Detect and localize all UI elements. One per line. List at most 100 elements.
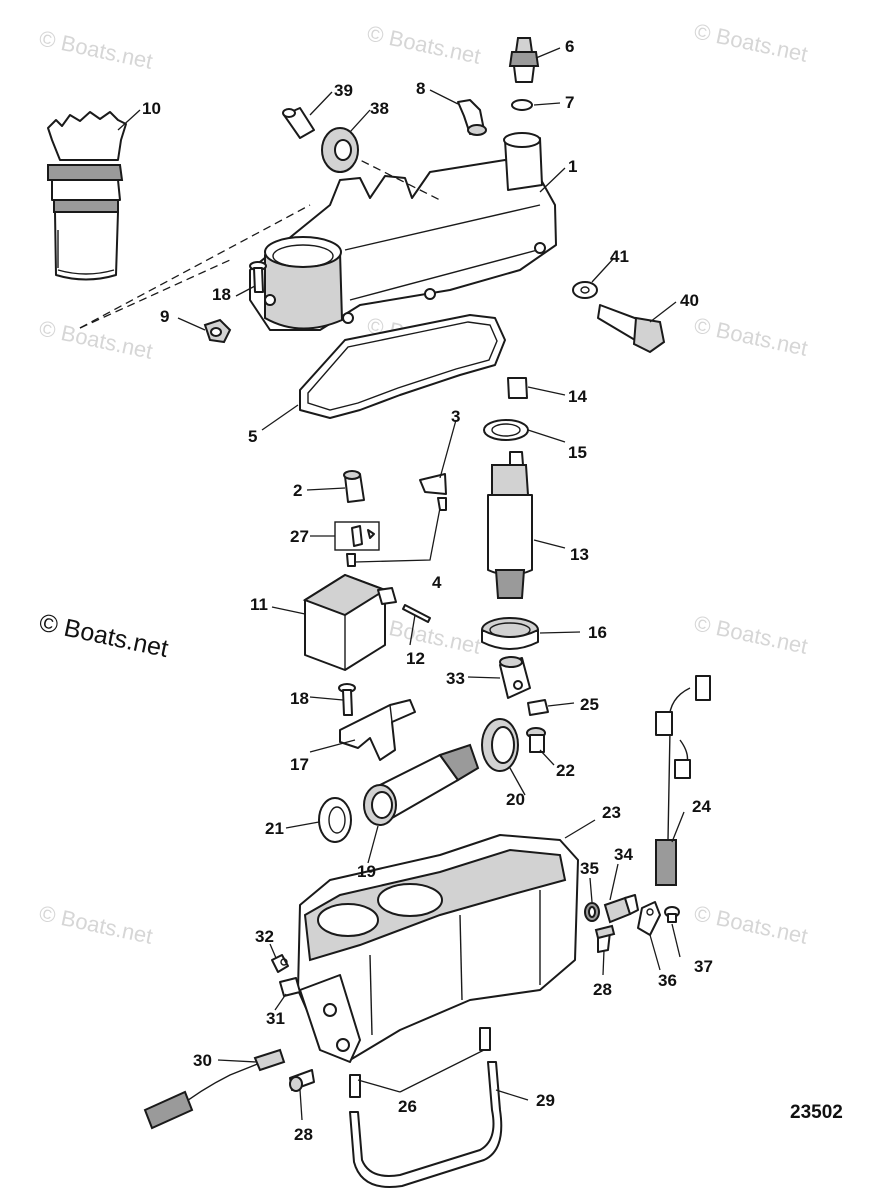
- callout-labels: 6 7 8 1 39 38 10 18 9 41 40 5 14 15 3 2 …: [142, 37, 713, 1144]
- callout-38: 38: [370, 99, 389, 118]
- callout-1: 1: [568, 157, 577, 176]
- part-38-grommet: [321, 127, 359, 173]
- part-27-clip: [334, 521, 380, 551]
- part-22-fitting: [526, 727, 546, 753]
- callout-30: 30: [193, 1051, 212, 1070]
- part-28-sensor-right: [594, 924, 616, 953]
- callout-3: 3: [451, 407, 460, 426]
- part-34-fitting: [603, 894, 639, 924]
- callout-9: 9: [160, 307, 169, 326]
- part-40-bolt: [597, 304, 666, 354]
- part-10-filter: [47, 111, 127, 281]
- part-5-gasket-inner: [307, 321, 498, 411]
- callout-16: 16: [588, 623, 607, 642]
- watermark-text: © Boats.net: [692, 900, 810, 948]
- part-25-fitting: [527, 699, 549, 716]
- callout-17: 17: [290, 755, 309, 774]
- callout-32: 32: [255, 927, 274, 946]
- callout-2: 2: [293, 481, 302, 500]
- callout-25: 25: [580, 695, 599, 714]
- callout-39: 39: [334, 81, 353, 100]
- part-11-module: [302, 573, 397, 671]
- part-1-cover: [249, 132, 557, 331]
- part-29-hose: [349, 1061, 503, 1188]
- callout-18-top: 18: [212, 285, 231, 304]
- part-18-screw-mid: [338, 683, 356, 716]
- part-36-clamp: [637, 901, 661, 936]
- dashed-guide-38: [349, 154, 441, 201]
- callout-6: 6: [565, 37, 574, 56]
- watermark-text: © Boats.net: [692, 312, 810, 360]
- part-32-fitting: [271, 954, 289, 973]
- part-14-sleeve: [507, 377, 528, 399]
- watermark-text: © Boats.net: [365, 20, 483, 68]
- callout-21: 21: [265, 819, 284, 838]
- callout-28-left: 28: [294, 1125, 313, 1144]
- part-31-elbow: [279, 977, 301, 997]
- callout-11: 11: [250, 595, 268, 614]
- part-24-harness: [655, 675, 711, 886]
- callout-40: 40: [680, 291, 699, 310]
- callout-41: 41: [610, 247, 629, 266]
- callout-5: 5: [248, 427, 257, 446]
- part-9-nut: [203, 318, 232, 344]
- callout-35: 35: [580, 859, 599, 878]
- part-16-retainer: [481, 617, 539, 650]
- callout-14: 14: [568, 387, 587, 406]
- part-7-oring: [511, 99, 533, 111]
- part-4-screws: [346, 497, 447, 567]
- callout-26: 26: [398, 1097, 417, 1116]
- part-6-fitting: [508, 37, 540, 83]
- part-39-fitting: [282, 107, 315, 139]
- callout-7: 7: [565, 93, 574, 112]
- callout-27: 27: [290, 527, 309, 546]
- callout-20: 20: [506, 790, 525, 809]
- callout-24: 24: [692, 797, 711, 816]
- watermark-prominent: © Boats.net: [37, 608, 171, 663]
- dashed-guide-10b: [79, 259, 231, 329]
- part-18-screw-top: [249, 261, 267, 293]
- part-37-screw: [664, 906, 680, 923]
- part-3-bracket: [419, 473, 447, 495]
- watermark-text: © Boats.net: [692, 610, 810, 658]
- callout-29: 29: [536, 1091, 555, 1110]
- callout-8: 8: [416, 79, 425, 98]
- callout-37: 37: [694, 957, 713, 976]
- callout-15: 15: [568, 443, 587, 462]
- part-17-bracket: [339, 699, 416, 761]
- part-23-reservoir: [297, 834, 579, 1063]
- callout-22: 22: [556, 761, 575, 780]
- part-35-oring: [584, 902, 600, 922]
- part-8-elbow: [457, 99, 487, 136]
- dashed-guide-10: [79, 204, 311, 329]
- callout-31: 31: [266, 1009, 285, 1028]
- diagram-number: 23502: [790, 1102, 843, 1123]
- part-41-washer: [572, 281, 598, 299]
- part-33-sleeve: [499, 656, 531, 699]
- callout-13: 13: [570, 545, 589, 564]
- callout-18-mid: 18: [290, 689, 309, 708]
- callout-28-right: 28: [593, 980, 612, 999]
- part-12-pin: [402, 604, 431, 623]
- callout-10: 10: [142, 99, 161, 118]
- part-28-sensor-left: [289, 1069, 315, 1092]
- watermark-text: © Boats.net: [37, 900, 155, 948]
- part-19-lift-pump: [363, 743, 480, 826]
- callout-23: 23: [602, 803, 621, 822]
- callout-19: 19: [357, 862, 376, 881]
- part-13-fuel-pump: [487, 451, 533, 599]
- watermark-text: © Boats.net: [37, 315, 155, 363]
- part-2-bushing: [343, 470, 365, 503]
- part-21-seal: [318, 797, 352, 843]
- callout-34: 34: [614, 845, 633, 864]
- leader-lines: [117, 47, 685, 1121]
- part-5-gasket: [299, 314, 506, 419]
- part-20-ring: [481, 718, 519, 772]
- part-30-sensor-harness: [143, 1048, 286, 1130]
- callout-33: 33: [446, 669, 465, 688]
- part-15-seal: [483, 419, 529, 441]
- watermark-text: © Boats.net: [37, 25, 155, 73]
- callout-12: 12: [406, 649, 425, 668]
- callout-36: 36: [658, 971, 677, 990]
